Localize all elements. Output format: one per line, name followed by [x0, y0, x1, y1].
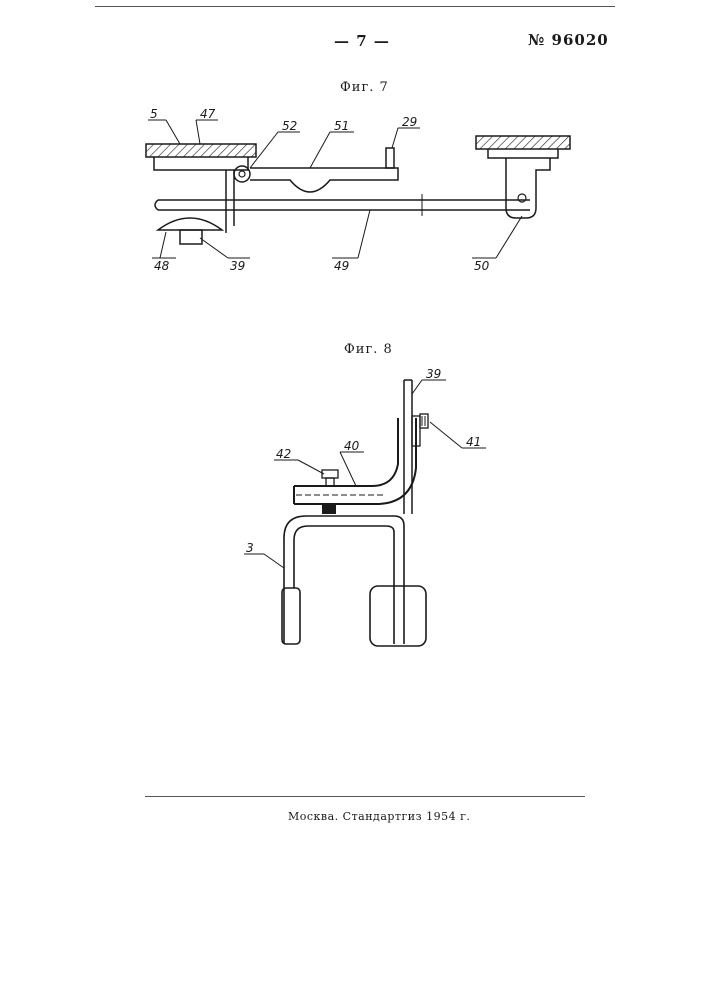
fig7-label-51: 51 [334, 119, 349, 133]
figure-7-caption: Фиг. 7 [340, 80, 389, 95]
fig8-label-39: 39 [426, 367, 441, 381]
top-rule [95, 6, 615, 7]
fig7-label-47: 47 [200, 108, 216, 121]
fig7-label-29: 29 [402, 115, 417, 129]
fig7-label-48: 48 [154, 259, 170, 270]
fig8-label-42: 42 [276, 447, 291, 461]
fig8-label-3: 3 [246, 541, 254, 555]
patent-number: № 96020 [528, 31, 609, 49]
publisher-imprint: Москва. Стандартгиз 1954 г. [288, 810, 470, 823]
figure-8-caption: Фиг. 8 [344, 342, 393, 357]
fig7-label-5: 5 [150, 108, 158, 121]
fig7-label-49: 49 [334, 259, 349, 270]
page-number: — 7 — [334, 32, 390, 50]
fig7-label-52: 52 [282, 119, 297, 133]
fig7-label-50: 50 [474, 259, 490, 270]
figure-7-drawing: 5 47 52 51 29 48 39 49 50 [130, 108, 590, 270]
footer-rule [145, 796, 585, 797]
fig8-label-40: 40 [344, 439, 360, 453]
fig8-label-41: 41 [466, 435, 481, 449]
figure-8-drawing: 39 41 42 40 3 [236, 364, 496, 654]
fig7-label-39: 39 [230, 259, 245, 270]
